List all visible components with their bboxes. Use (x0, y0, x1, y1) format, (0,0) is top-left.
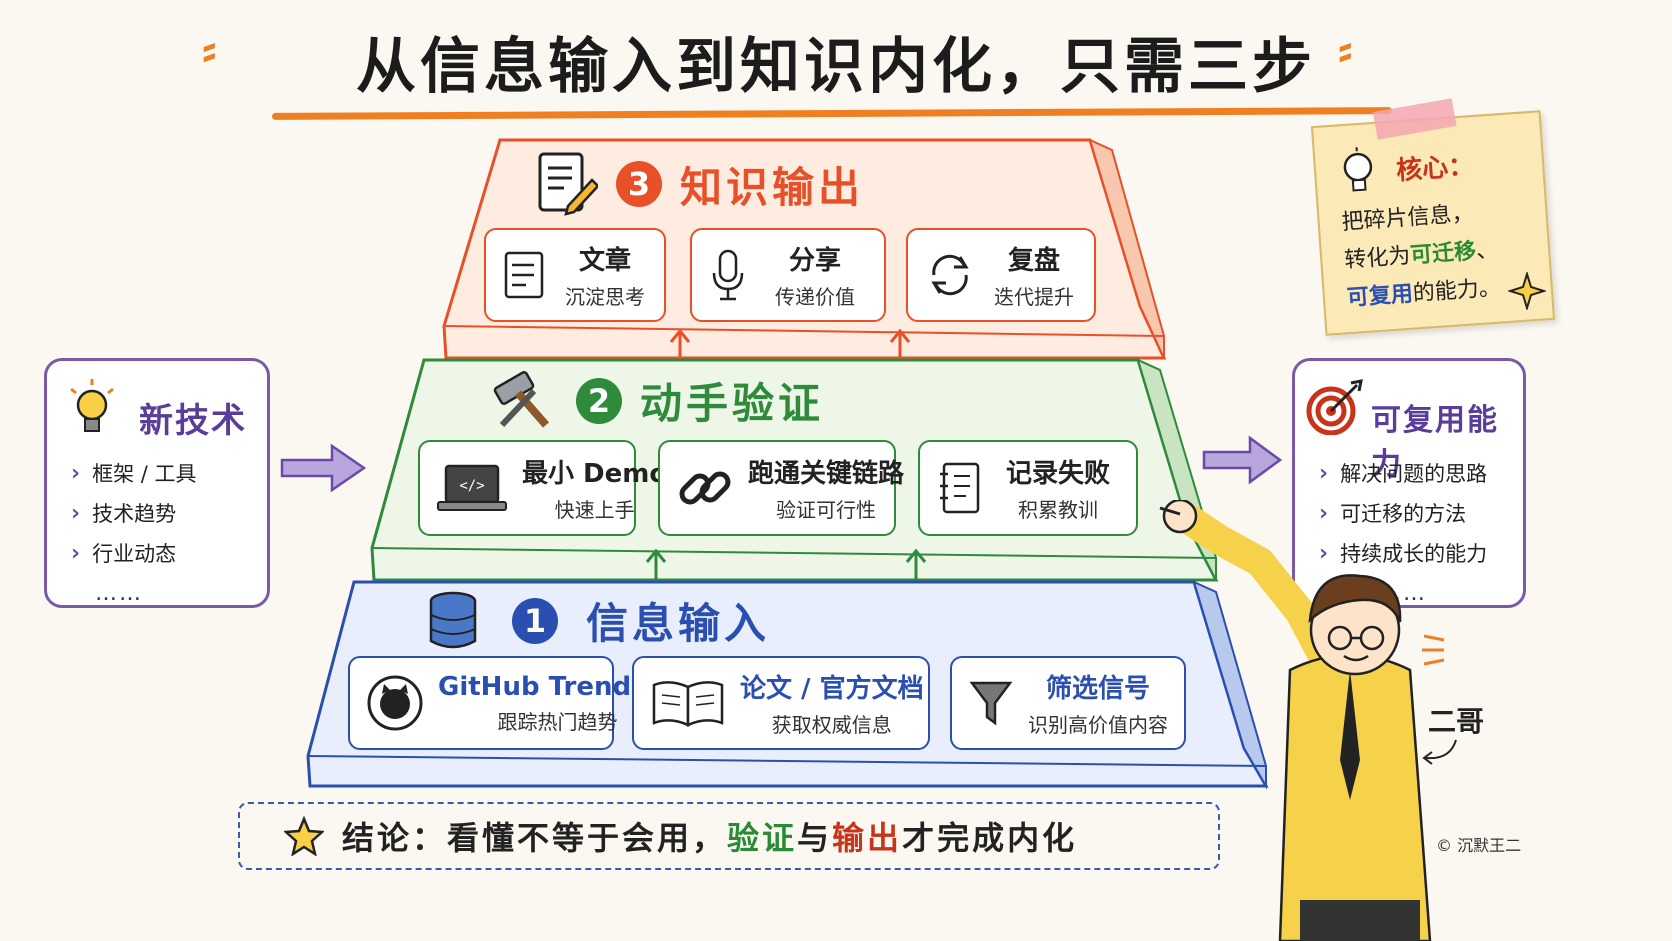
list-item: ›解决问题的思路 (1319, 460, 1488, 487)
character-name: 二哥 (1428, 705, 1485, 738)
card-title: 文章 (578, 246, 631, 276)
list-item: ›技术趋势 (71, 500, 177, 527)
left-panel-title: 新技术 (139, 401, 247, 441)
tier1-title: 信息输入 (586, 599, 771, 648)
right-arrow-icon (1202, 435, 1283, 485)
notebook-icon (936, 460, 982, 516)
conclusion-box: 结论：看懂不等于会用，验证与输出才完成内化 (238, 802, 1220, 870)
left-panel-new-tech: 新技术 ›框架 / 工具 ›技术趋势 ›行业动态 …… (44, 358, 270, 608)
card-subtitle: 快速上手 (554, 498, 635, 522)
github-icon (366, 674, 424, 732)
chevron-right-icon: › (1319, 460, 1329, 486)
list-item: ›行业动态 (71, 540, 177, 567)
database-icon (426, 591, 480, 651)
sparkle-lines-icon (1422, 634, 1445, 666)
tier1-header: 1 信息输入 (426, 590, 770, 651)
svg-text:</>: </> (459, 478, 484, 494)
document-pen-icon (534, 150, 598, 218)
tier2-header: 2 动手验证 (488, 370, 824, 431)
card-subtitle: 迭代提升 (994, 285, 1074, 309)
chevron-right-icon: › (1319, 500, 1329, 526)
list-item: ›持续成长的能力 (1319, 540, 1488, 567)
character-illustration (1159, 500, 1432, 941)
note-body: 把碎片信息， 转化为可迁移、 可复用的能力。 (1340, 201, 1502, 312)
microphone-icon (708, 247, 748, 303)
copyright-text: © 沉默王二 (1436, 836, 1522, 855)
card-subtitle: 沉淀思考 (565, 285, 645, 309)
card-title: 跑通关键链路 (748, 459, 905, 489)
tier3-number-badge: 3 (616, 161, 662, 207)
chevron-right-icon: › (71, 500, 81, 526)
card-filter-signal[interactable]: 筛选信号识别高价值内容 (950, 656, 1186, 750)
laptop-code-icon: </> (436, 462, 508, 514)
left-sparkle-icon: ⸗ (202, 24, 217, 75)
chevron-right-icon: › (71, 540, 81, 566)
lightbulb-icon (65, 377, 119, 439)
conclusion-text: 结论：看懂不等于会用，验证与输出才完成内化 (342, 819, 1078, 857)
right-panel-reusable-ability: 可复用能力 ›解决问题的思路 ›可迁移的方法 ›持续成长的能力 …… (1292, 358, 1526, 608)
card-papers-docs[interactable]: 论文 / 官方文档获取权威信息 (632, 656, 930, 750)
up-arrow-icon (905, 548, 927, 580)
card-min-demo[interactable]: </> 最小 Demo 快速上手 (418, 440, 667, 536)
card-title: 筛选信号 (1045, 674, 1150, 704)
tier2-number-badge: 2 (576, 377, 622, 424)
card-subtitle: 跟踪热门趋势 (497, 709, 618, 734)
hammer-wrench-icon (488, 370, 558, 431)
card-share[interactable]: 分享传递价值 (690, 228, 886, 322)
right-arrow-icon (280, 443, 367, 493)
target-icon (1305, 379, 1363, 435)
card-title: 分享 (788, 246, 841, 276)
card-record-failure[interactable]: 记录失败积累教训 (918, 440, 1138, 536)
card-subtitle: 验证可行性 (776, 498, 876, 522)
chain-link-icon (676, 459, 734, 517)
right-panel-title: 可复用能力 (1371, 403, 1499, 482)
tier1-number-badge: 1 (512, 597, 558, 644)
up-arrow-icon (645, 548, 667, 580)
up-arrow-icon (889, 328, 911, 360)
star-icon (284, 816, 324, 856)
up-arrow-icon (669, 328, 691, 360)
tier3-title: 知识输出 (680, 162, 865, 212)
title-underline (271, 107, 1393, 120)
open-book-icon (650, 677, 726, 729)
lightbulb-icon (1337, 146, 1380, 199)
page-title: 从信息输入到知识内化，只需三步 (356, 32, 1316, 102)
list-item-more: …… (95, 580, 143, 606)
list-item: ›可迁移的方法 (1319, 500, 1467, 527)
note-title: 核心： (1395, 151, 1476, 187)
article-icon (502, 249, 548, 301)
card-title: 复盘 (1007, 246, 1060, 276)
card-key-path[interactable]: 跑通关键链路验证可行性 (658, 440, 904, 536)
funnel-icon (968, 677, 1014, 729)
curved-arrow-icon (1422, 739, 1457, 765)
refresh-icon (924, 249, 976, 301)
card-subtitle: 识别高价值内容 (1028, 713, 1168, 737)
chevron-right-icon: › (71, 460, 81, 486)
card-subtitle: 积累教训 (1018, 498, 1098, 522)
right-sparkle-icon: ⸗ (1338, 24, 1353, 75)
sticky-note-core: 核心： 把碎片信息， 转化为可迁移、 可复用的能力。 (1310, 98, 1556, 336)
card-title: 论文 / 官方文档 (740, 674, 924, 704)
chevron-right-icon: › (1319, 540, 1329, 566)
tier3-header: 3 知识输出 (534, 150, 864, 218)
card-article[interactable]: 文章沉淀思考 (484, 228, 666, 322)
tier2-title: 动手验证 (640, 379, 825, 428)
card-title: 记录失败 (1005, 459, 1110, 489)
card-subtitle: 获取权威信息 (771, 713, 892, 737)
card-subtitle: 传递价值 (775, 285, 855, 309)
card-title: 最小 Demo (522, 459, 668, 489)
card-review[interactable]: 复盘迭代提升 (906, 228, 1096, 322)
list-item: ›框架 / 工具 (71, 460, 197, 487)
sparkle-star-icon (1508, 272, 1546, 310)
